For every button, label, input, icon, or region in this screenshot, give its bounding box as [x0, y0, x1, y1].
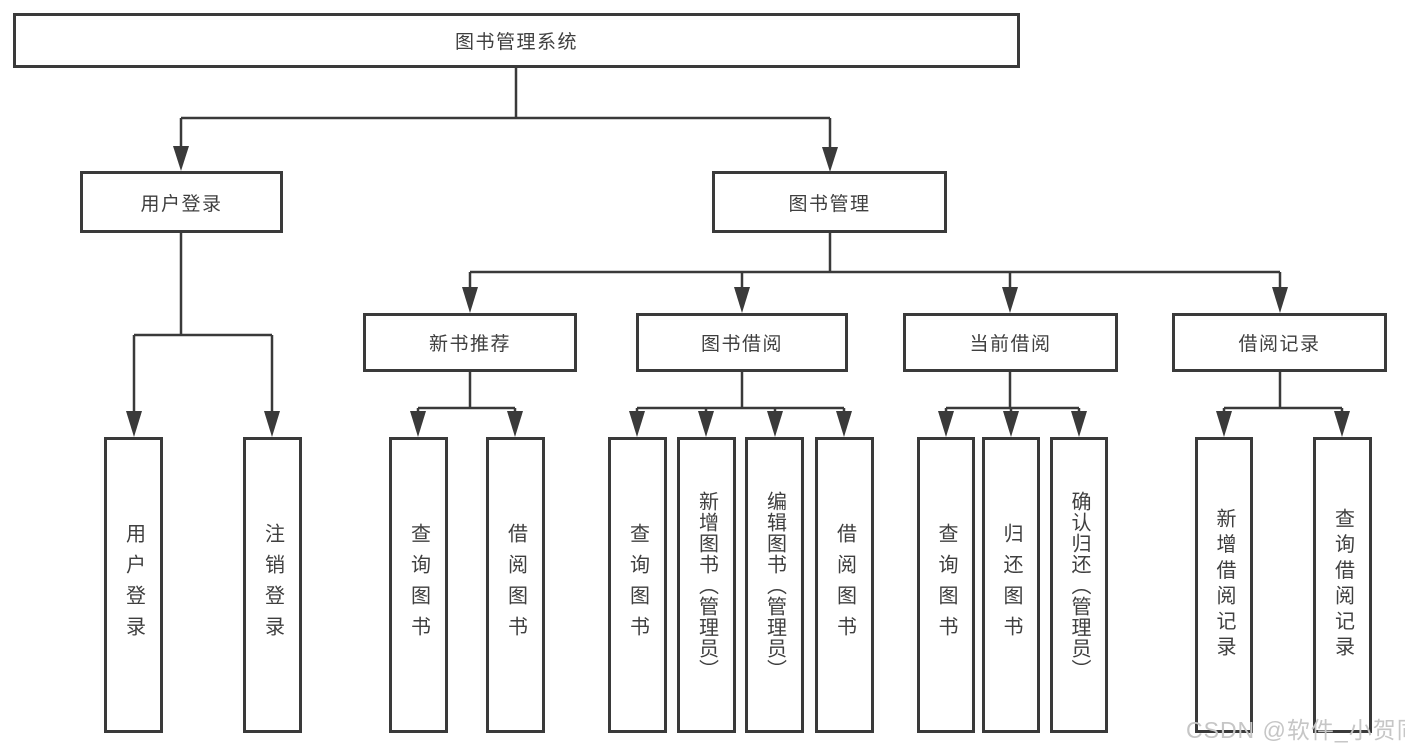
node-book-borrow: 图书借阅: [636, 313, 848, 372]
leaf-user-login: 用户登录: [104, 437, 163, 733]
node-borrow-records: 借阅记录: [1172, 313, 1387, 372]
node-book-management-module: 图书管理: [712, 171, 947, 233]
leaf-add-borrow-record: 新增借阅记录: [1195, 437, 1253, 733]
leaf-borrow-book: 借阅图书: [815, 437, 874, 733]
leaf-query-books-recommend: 查询图书: [389, 437, 448, 733]
node-label: 图书管理系统: [454, 32, 578, 53]
leaf-query-books-borrow: 查询图书: [608, 437, 667, 733]
node-label: 借阅记录: [1238, 334, 1321, 355]
node-label: 当前借阅: [969, 334, 1052, 355]
csdn-watermark: CSDN @软件_小贺同学: [1186, 717, 1405, 743]
node-label: 用户登录: [140, 193, 223, 215]
arrowheads: [126, 146, 1350, 437]
node-label: 新书推荐: [428, 334, 511, 355]
node-user-login-module: 用户登录: [80, 171, 283, 233]
node-new-book-recommend: 新书推荐: [363, 313, 577, 372]
node-library-management-system: 图书管理系统: [13, 13, 1020, 68]
leaf-query-books-current: 查询图书: [917, 437, 975, 733]
leaf-return-book: 归还图书: [982, 437, 1040, 733]
leaf-logout: 注销登录: [243, 437, 302, 733]
leaf-edit-book-admin: 编辑图书（管理员）: [745, 437, 804, 733]
leaf-borrow-books-recommend: 借阅图书: [486, 437, 545, 733]
leaf-query-borrow-record: 查询借阅记录: [1313, 437, 1372, 733]
node-label: 图书管理: [788, 193, 871, 215]
node-label: 图书借阅: [700, 334, 783, 355]
leaf-confirm-return-admin: 确认归还（管理员）: [1050, 437, 1108, 733]
leaf-add-book-admin: 新增图书（管理员）: [677, 437, 736, 733]
node-current-borrow: 当前借阅: [903, 313, 1118, 372]
